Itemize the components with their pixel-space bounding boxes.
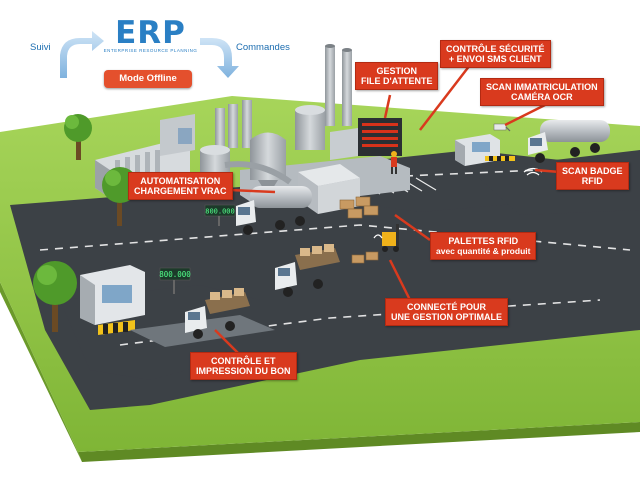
erp-title: ERP (115, 15, 186, 51)
callout-scan-immatriculation: Scan immatriculation caméra OCR (480, 78, 604, 106)
callout-scan-badge-line2: RFID (581, 176, 603, 186)
barrier (485, 156, 515, 161)
flatbed-truck-bottom (185, 288, 250, 339)
weigh-bridge (130, 315, 275, 347)
callout-automatisation: Automatisation chargement vrac (128, 172, 233, 200)
ocr-camera-icon (493, 123, 511, 132)
callout-controle-impression: Contrôle et impression du bon (190, 352, 297, 380)
ground-edge-right (78, 422, 640, 462)
commandes-arrow (200, 38, 239, 78)
suivi-label: Suivi (30, 42, 51, 53)
ground-edge (0, 282, 82, 462)
flatbed-truck-middle (275, 244, 340, 297)
callout-gestion-file-line2: file d'attente (361, 76, 433, 86)
callout-gestion-file-line1: Gestion (376, 66, 417, 76)
callout-connecte-line1: Connecté pour (407, 302, 487, 312)
callout-connecte: Connecté pour une gestion optimale (385, 298, 509, 326)
suivi-arrow (60, 31, 104, 78)
callout-scan-immat-line1: Scan immatriculation (486, 82, 598, 92)
callout-automatisation-line2: chargement vrac (134, 186, 227, 196)
callout-controle-impression-line2: impression du bon (196, 366, 291, 376)
callout-connecte-line2: une gestion optimale (391, 312, 503, 322)
loading-display-value: 800.000 (205, 208, 235, 216)
callout-controle-securite-line1: Contrôle sécurité (446, 44, 545, 54)
weighing-booth (80, 265, 145, 325)
callout-controle-securite: Contrôle sécurité + envoi SMS client (440, 40, 551, 68)
callout-controle-impression-line1: Contrôle et (211, 356, 276, 366)
worker (391, 151, 397, 174)
callout-scan-badge-line1: Scan badge (562, 166, 623, 176)
weigh-led-display (159, 267, 191, 294)
commandes-label: Commandes (236, 42, 290, 53)
callout-automatisation-line1: Automatisation (140, 176, 221, 186)
callout-palettes-line2: avec quantité & produit (436, 246, 531, 256)
callout-palettes-rfid: Palettes RFID avec quantité & produit (430, 232, 537, 260)
pallets (339, 196, 379, 264)
erp-logo: ERP Enterprise Resource Planning (103, 15, 198, 54)
callout-palettes-line1: Palettes RFID (448, 236, 519, 246)
weigh-display-value: 800.000 (159, 270, 191, 279)
forklift (382, 224, 399, 252)
tree-bottom-left (33, 261, 77, 332)
tanker-truck-top-right (528, 120, 610, 163)
loading-led-display (204, 204, 236, 226)
callout-scan-immat-line2: caméra OCR (510, 92, 573, 102)
tree-top-left (64, 114, 92, 160)
erp-subtitle: Enterprise Resource Planning (103, 48, 198, 53)
mode-offline-button[interactable]: Mode Offline (104, 70, 192, 88)
callout-gestion-file: Gestion file d'attente (355, 62, 439, 90)
callout-scan-badge: Scan badge RFID (556, 162, 629, 190)
callout-controle-securite-line2: + envoi SMS client (448, 54, 542, 64)
